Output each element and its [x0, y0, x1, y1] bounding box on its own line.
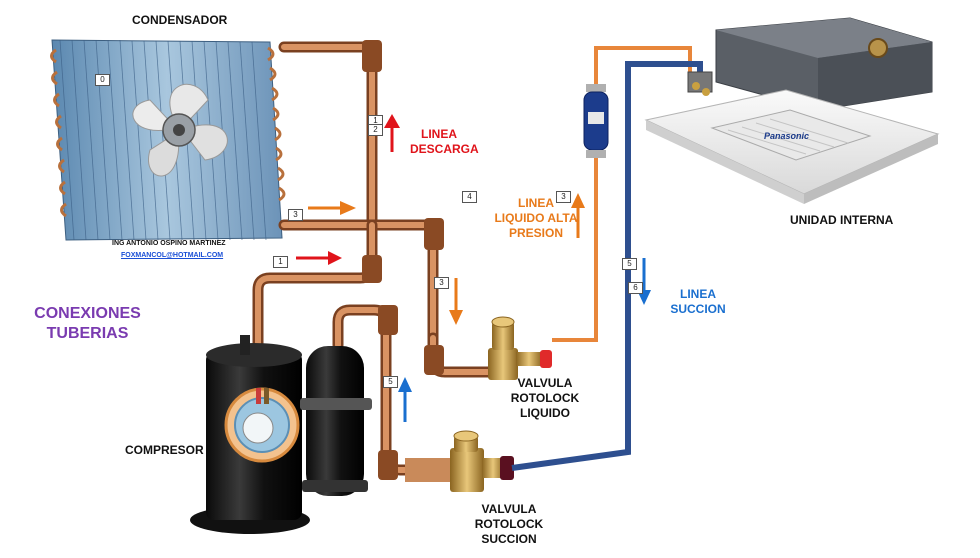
liquid-valve-label: VALVULA ROTOLOCK LIQUIDO	[510, 376, 580, 420]
author-credit: ING ANTONIO OSPINO MARTINEZ	[112, 240, 226, 247]
indoor-unit	[644, 17, 940, 204]
compressor	[190, 335, 372, 534]
discharge-line-label: LINEA DESCARGA	[410, 127, 479, 156]
indoor-unit-label: UNIDAD INTERNA	[790, 213, 894, 227]
rotolock-valve-liquid	[488, 316, 552, 380]
liquid-line	[552, 46, 692, 342]
author-email-link[interactable]: FOXMANCOL@HOTMAIL.COM	[121, 252, 224, 259]
condenser	[50, 39, 286, 241]
brand-logo-text: Panasonic	[764, 131, 810, 141]
fan-icon	[132, 83, 228, 177]
diagram-heading: CONEXIONES TUBERIAS	[34, 305, 141, 342]
point-tag: 3	[288, 209, 303, 221]
point-tag: 5	[383, 376, 398, 388]
filter-drier	[583, 84, 609, 158]
pipe-fittings	[362, 40, 444, 480]
suction-valve-label: VALVULA ROTOLOCK SUCCION	[474, 502, 544, 546]
flow-arrows	[296, 114, 651, 422]
point-tag: 1	[273, 256, 288, 268]
suction-line-label: LINEA SUCCION	[670, 287, 726, 316]
point-tag: 0	[95, 74, 110, 86]
point-tag: 5	[622, 258, 637, 270]
rotolock-valve-suction	[405, 430, 514, 492]
point-tag: 4	[462, 191, 477, 203]
point-tag: 2	[368, 124, 383, 136]
liquid-line-label: LINEA LIQUIDO ALTA PRESION	[494, 196, 578, 240]
compressor-label: COMPRESOR	[125, 443, 204, 457]
point-tag: 6	[628, 282, 643, 294]
point-tag: 3	[556, 191, 571, 203]
point-tag: 3	[434, 277, 449, 289]
condenser-title: CONDENSADOR	[132, 13, 228, 27]
